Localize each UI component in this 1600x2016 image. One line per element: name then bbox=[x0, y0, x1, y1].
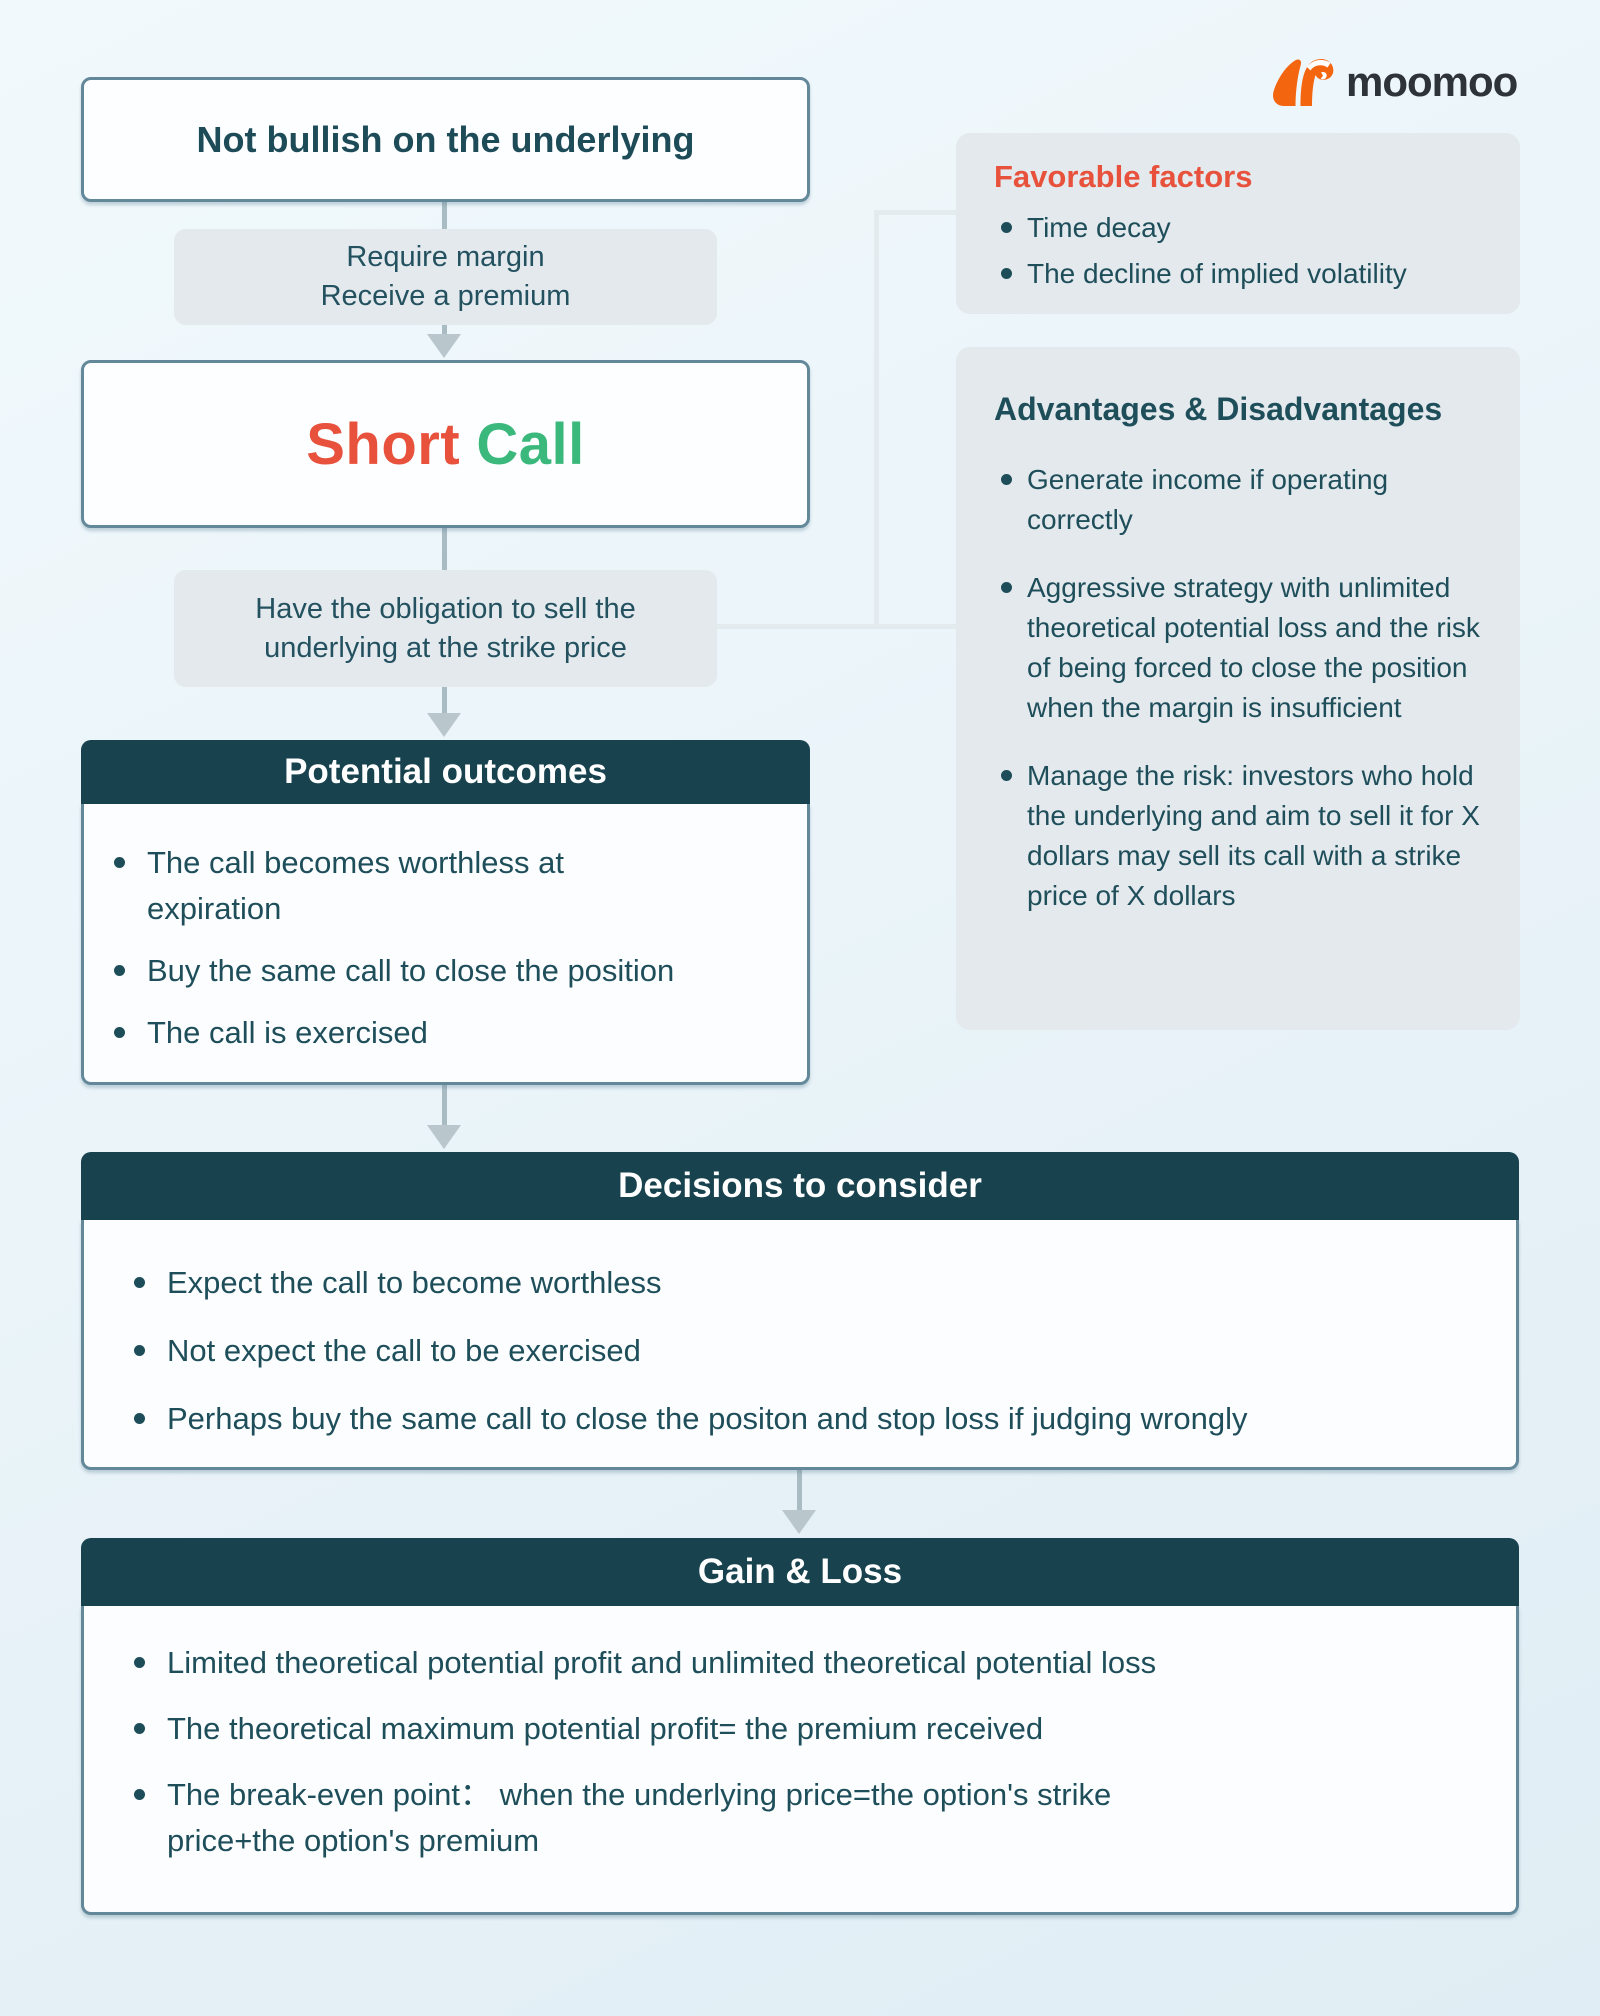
arrow-down-icon bbox=[427, 334, 461, 358]
brand-name: moomoo bbox=[1346, 58, 1518, 105]
bullet-text: The call is exercised bbox=[147, 1015, 428, 1050]
section-header-potential-outcomes: Potential outcomes bbox=[81, 740, 810, 804]
bullet-icon bbox=[134, 1277, 145, 1288]
connector-line bbox=[442, 1083, 447, 1127]
brand-logo: moomoo bbox=[1270, 56, 1518, 108]
note-obligation: Have the obligation to sell the underlyi… bbox=[174, 570, 717, 687]
bullet-icon bbox=[1001, 474, 1012, 485]
note-premium-line: Receive a premium bbox=[320, 280, 571, 312]
list-item: The call is exercised bbox=[114, 1010, 777, 1056]
section-body-decisions: Expect the call to become worthless Not … bbox=[81, 1220, 1519, 1470]
section-title: Gain & Loss bbox=[697, 1552, 903, 1591]
panel-title: Favorable factors bbox=[994, 159, 1253, 194]
arrow-down-icon bbox=[427, 1125, 461, 1149]
list-item: Buy the same call to close the position bbox=[114, 948, 777, 994]
list-item: Limited theoretical potential profit and… bbox=[134, 1640, 1476, 1686]
bullet-text: expiration bbox=[147, 891, 282, 926]
note-obligation-line: underlying at the strike price bbox=[264, 631, 627, 664]
bullet-icon bbox=[1001, 222, 1012, 233]
connector-to-favorable bbox=[874, 210, 958, 215]
bullet-icon bbox=[114, 965, 125, 976]
panel-title: Advantages & Disadvantages bbox=[994, 391, 1443, 427]
panel-advantages: Advantages & Disadvantages Generate inco… bbox=[956, 347, 1520, 1030]
list-item: Generate income if operating correctly bbox=[994, 460, 1494, 540]
short-label: Short bbox=[306, 411, 461, 477]
list-item: Time decay bbox=[994, 205, 1496, 251]
bullet-text: price+the option's premium bbox=[167, 1823, 540, 1858]
list-item: The decline of implied volatility bbox=[994, 251, 1496, 297]
bullet-icon bbox=[114, 1027, 125, 1038]
bullet-text: Perhaps buy the same call to close the p… bbox=[167, 1401, 1248, 1436]
bullet-text: The decline of implied volatility bbox=[1027, 258, 1407, 289]
connector-line bbox=[442, 685, 447, 715]
call-label: Call bbox=[476, 411, 585, 477]
bullet-text: The theoretical maximum potential profit… bbox=[167, 1711, 1044, 1746]
bullet-icon bbox=[134, 1789, 145, 1800]
bullet-text: The call becomes worthless at bbox=[147, 845, 564, 880]
note-premium: Require margin Receive a premium bbox=[174, 229, 717, 325]
list-item: Aggressive strategy with unlimited theor… bbox=[994, 568, 1494, 728]
bullet-icon bbox=[134, 1413, 145, 1424]
arrow-down-icon bbox=[782, 1510, 816, 1534]
bullet-text: Limited theoretical potential profit and… bbox=[167, 1645, 1157, 1680]
list-item: The call becomes worthless at expiration bbox=[114, 840, 777, 932]
list-item: Manage the risk: investors who hold the … bbox=[994, 756, 1494, 916]
section-header-gain-loss: Gain & Loss bbox=[81, 1538, 1519, 1606]
flow-box-not-bullish: Not bullish on the underlying bbox=[81, 77, 810, 202]
connector-to-advantages bbox=[715, 624, 958, 629]
bullet-icon bbox=[1001, 770, 1012, 781]
list-item: Not expect the call to be exercised bbox=[134, 1328, 1476, 1374]
note-premium-line: Require margin bbox=[346, 241, 545, 273]
connector-trunk bbox=[874, 210, 879, 629]
bullet-text: Not expect the call to be exercised bbox=[167, 1333, 641, 1368]
section-header-decisions: Decisions to consider bbox=[81, 1152, 1519, 1220]
bullet-text: Aggressive strategy with unlimited theor… bbox=[1027, 572, 1480, 723]
bullet-icon bbox=[134, 1345, 145, 1356]
bullet-text: Buy the same call to close the position bbox=[147, 953, 675, 988]
list-item: The theoretical maximum potential profit… bbox=[134, 1706, 1476, 1752]
note-obligation-line: Have the obligation to sell the bbox=[255, 592, 636, 625]
bullet-text: Generate income if operating correctly bbox=[1027, 464, 1389, 535]
arrow-down-icon bbox=[427, 713, 461, 737]
connector-line bbox=[442, 526, 447, 572]
list-item: The break-even point： when the underlyin… bbox=[134, 1772, 1476, 1864]
list-item: Perhaps buy the same call to close the p… bbox=[134, 1396, 1476, 1442]
bullet-text: Expect the call to become worthless bbox=[167, 1265, 662, 1300]
section-body-gain-loss: Limited theoretical potential profit and… bbox=[81, 1606, 1519, 1915]
bullet-icon bbox=[134, 1657, 145, 1668]
section-title: Potential outcomes bbox=[284, 752, 607, 791]
connector-line bbox=[797, 1468, 802, 1512]
bullet-icon bbox=[1001, 582, 1012, 593]
section-title: Decisions to consider bbox=[618, 1166, 982, 1205]
bullet-text: Manage the risk: investors who hold the … bbox=[1027, 760, 1480, 911]
bullet-icon bbox=[134, 1723, 145, 1734]
bullet-text: Time decay bbox=[1027, 212, 1171, 243]
bullet-icon bbox=[114, 857, 125, 868]
bullet-text: The break-even point： when the underlyin… bbox=[167, 1777, 1112, 1812]
not-bullish-label: Not bullish on the underlying bbox=[196, 118, 695, 160]
bullet-icon bbox=[1001, 268, 1012, 279]
moomoo-bull-icon bbox=[1273, 58, 1334, 106]
panel-favorable-factors: Favorable factors Time decay The decline… bbox=[956, 133, 1520, 314]
list-item: Expect the call to become worthless bbox=[134, 1260, 1476, 1306]
